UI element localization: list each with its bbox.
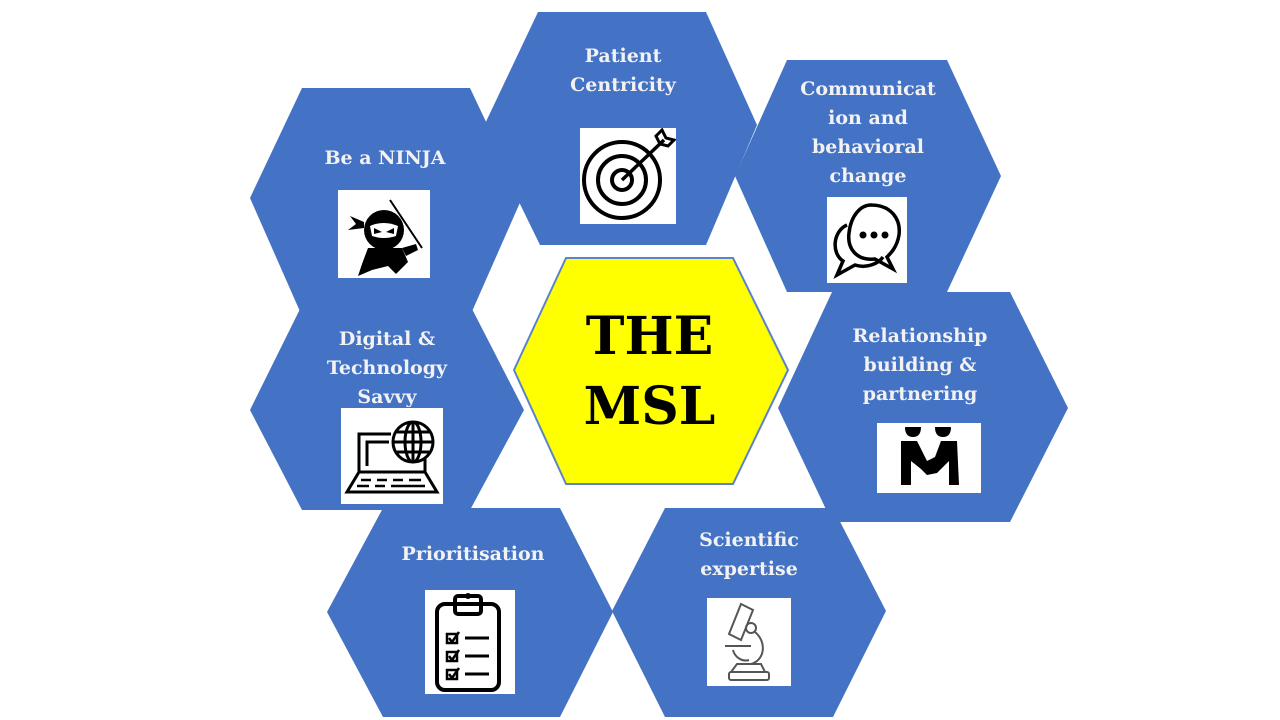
label-line: behavioral: [812, 136, 924, 158]
label-be-a-ninja: Be a NINJA: [300, 144, 470, 173]
label-line: Digital &: [338, 328, 436, 350]
target-icon: [580, 128, 676, 224]
hexagon-relationship-building: [778, 292, 1068, 522]
label-line: Communicat: [800, 78, 936, 100]
hexagon-center: [512, 257, 790, 485]
ninja-icon: [338, 190, 430, 278]
label-prioritisation: Prioritisation: [383, 540, 563, 569]
label-line: Be a NINJA: [324, 147, 446, 169]
clipboard-checklist-icon: [425, 590, 515, 694]
center-title-line: THE: [585, 306, 714, 367]
label-line: change: [829, 165, 907, 187]
microscope-icon: [707, 598, 791, 686]
label-line: Savvy: [357, 386, 417, 407]
hexagon-digital-technology: [250, 305, 524, 510]
label-communication: Communicat ion and behavioral change: [785, 75, 951, 191]
handshake-icon: [877, 423, 981, 493]
speech-bubbles-icon: [827, 197, 907, 283]
label-scientific-expertise: Scientific expertise: [665, 526, 833, 584]
label-line: ion and: [828, 107, 908, 129]
hexagon-communication: [735, 60, 1001, 292]
label-line: Technology: [326, 357, 448, 379]
laptop-globe-icon: [341, 408, 443, 504]
label-patient-centricity: Patient Centricity: [540, 42, 706, 100]
label-line: Prioritisation: [401, 543, 545, 565]
center-title-line: MSL: [583, 376, 716, 437]
label-line: Scientific: [699, 529, 799, 551]
label-line: partnering: [862, 383, 978, 405]
center-title: THE MSL: [566, 302, 733, 442]
label-digital-technology: Digital & Technology Savvy: [302, 325, 472, 407]
label-line: Centricity: [570, 74, 676, 96]
label-line: building &: [863, 354, 977, 376]
label-line: Patient: [584, 45, 662, 67]
label-relationship-building: Relationship building & partnering: [830, 322, 1010, 409]
label-line: Relationship: [852, 325, 988, 347]
label-line: expertise: [700, 558, 798, 580]
